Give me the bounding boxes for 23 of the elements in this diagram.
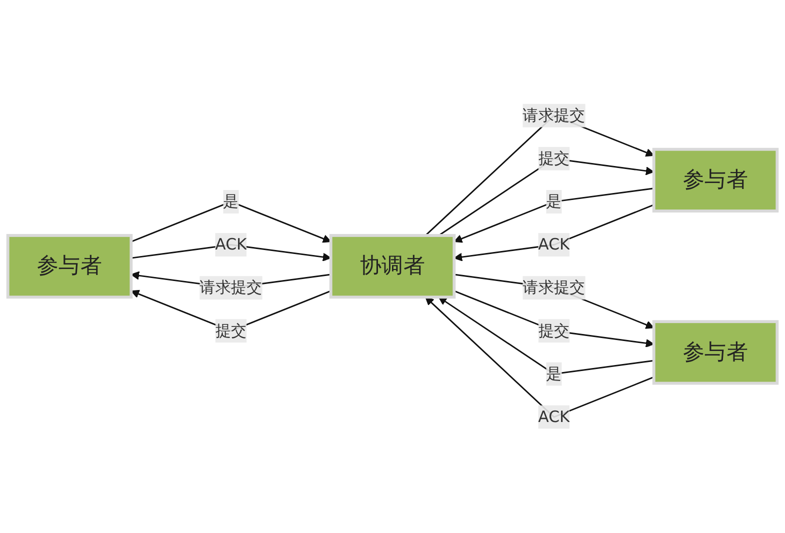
arrow xyxy=(454,204,654,262)
edge-label: ACK xyxy=(215,235,247,254)
edge-label: ACK xyxy=(538,407,570,426)
edge-label: 是 xyxy=(546,192,562,211)
edge-label: 请求提交 xyxy=(522,278,586,297)
edge-label: ACK xyxy=(538,235,570,254)
edge-label: 提交 xyxy=(215,321,247,340)
arrow xyxy=(130,201,332,243)
arrow xyxy=(438,296,654,375)
node-box: 协调者 xyxy=(329,234,456,299)
node-box: 参与者 xyxy=(652,148,779,213)
arrow xyxy=(438,158,654,236)
edge-label: 请求提交 xyxy=(200,278,262,297)
arrow xyxy=(454,290,654,348)
edge-label: 是 xyxy=(223,192,239,211)
edge-label: 提交 xyxy=(538,321,570,340)
arrow xyxy=(454,274,654,330)
edge-label: 请求提交 xyxy=(522,106,586,125)
edge-label: 是 xyxy=(546,364,562,383)
node-box: 参与者 xyxy=(6,234,133,299)
edge-label: 提交 xyxy=(538,149,570,168)
node-box: 参与者 xyxy=(652,320,779,385)
arrow xyxy=(454,188,654,243)
